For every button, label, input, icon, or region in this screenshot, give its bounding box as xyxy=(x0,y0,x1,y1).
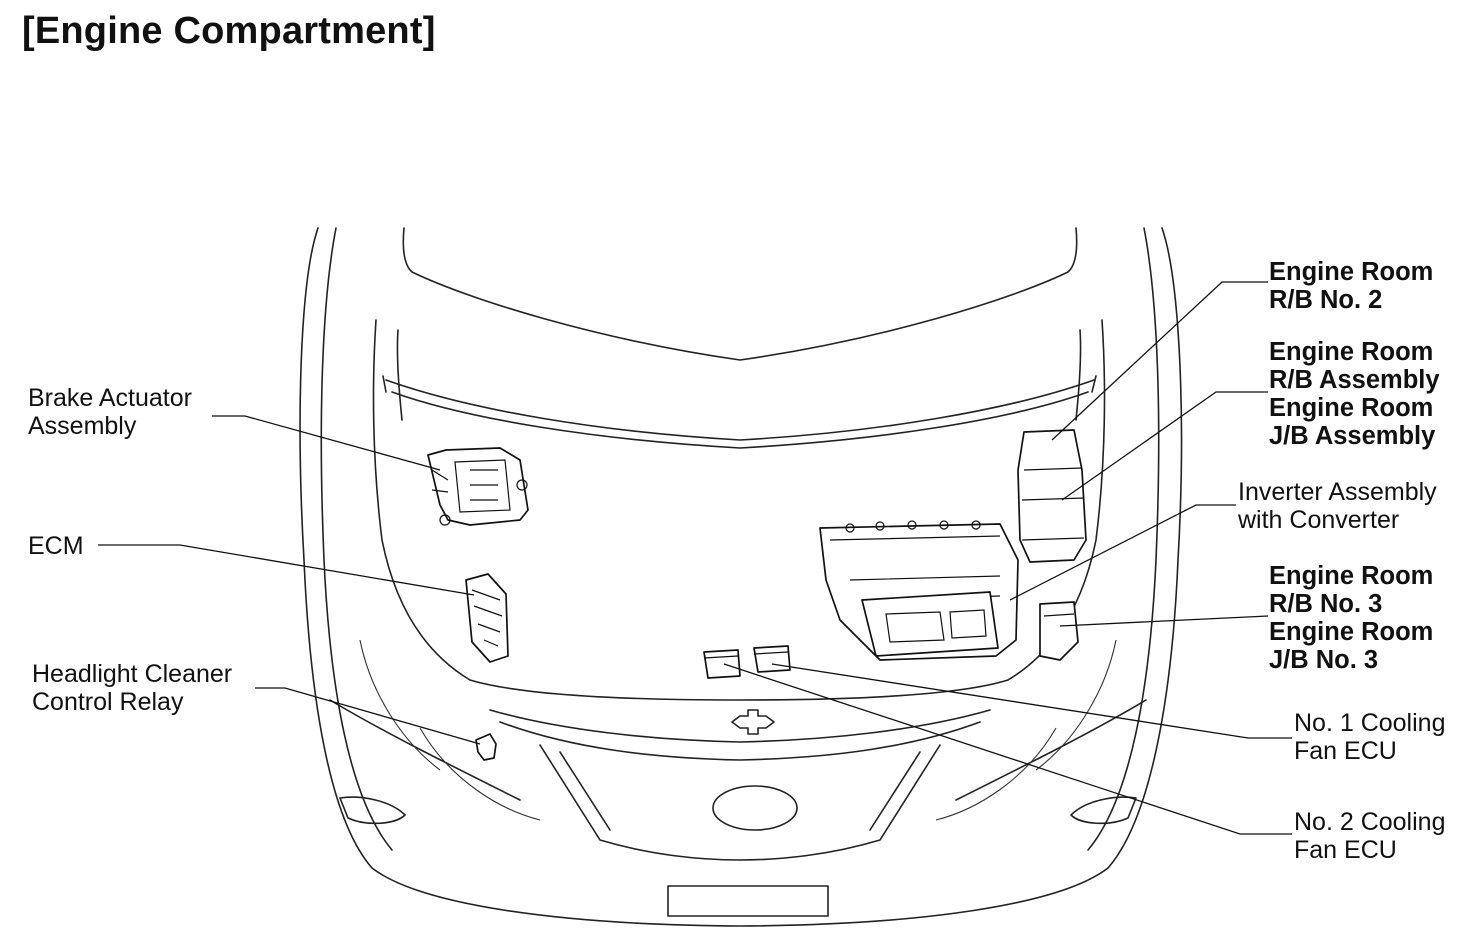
label-line: Engine Room xyxy=(1269,562,1434,590)
label-line: J/B No. 3 xyxy=(1269,646,1379,674)
relay-block-assembly-part xyxy=(1017,429,1087,661)
label-headlight-relay: Headlight Cleaner Control Relay xyxy=(32,660,232,716)
label-line: J/B Assembly xyxy=(1269,422,1436,450)
ecm-part xyxy=(465,573,509,663)
label-line: Assembly xyxy=(28,412,137,440)
label-line: Brake Actuator xyxy=(28,384,192,412)
label-line: R/B Assembly xyxy=(1269,366,1440,394)
label-line: Fan ECU xyxy=(1294,836,1397,864)
label-line: Engine Room xyxy=(1269,394,1434,422)
label-brake-actuator: Brake Actuator Assembly xyxy=(28,384,192,440)
label-inverter-assembly: Inverter Assembly with Converter xyxy=(1238,478,1437,534)
label-cooling-fan-ecu-2: No. 2 Cooling Fan ECU xyxy=(1294,808,1445,864)
label-line: Engine Room xyxy=(1269,338,1434,366)
label-line: ECM xyxy=(28,532,84,560)
label-line: Inverter Assembly xyxy=(1238,478,1437,506)
label-line: R/B No. 3 xyxy=(1269,590,1383,618)
label-line: Fan ECU xyxy=(1294,737,1397,765)
headlight-relay-part xyxy=(475,733,497,761)
label-line: R/B No. 2 xyxy=(1269,286,1383,314)
label-line: with Converter xyxy=(1238,506,1400,534)
label-ecm: ECM xyxy=(28,532,84,560)
label-line: No. 1 Cooling xyxy=(1294,709,1446,737)
vehicle-outline xyxy=(299,227,1183,927)
brake-actuator-part xyxy=(427,447,529,526)
label-engine-room-rb-no2: Engine Room R/B No. 2 xyxy=(1269,258,1433,314)
label-line: Engine Room xyxy=(1269,258,1434,286)
label-line: Headlight Cleaner xyxy=(32,660,233,688)
label-engine-room-rb-jb-no3: Engine Room R/B No. 3 Engine Room J/B No… xyxy=(1269,562,1433,674)
label-line: Engine Room xyxy=(1269,618,1434,646)
label-engine-room-rb-jb-assembly: Engine Room R/B Assembly Engine Room J/B… xyxy=(1269,338,1440,450)
leader-lines xyxy=(98,281,1292,835)
cooling-fan-ecu-parts xyxy=(703,645,791,679)
label-line: Control Relay xyxy=(32,688,184,716)
label-cooling-fan-ecu-1: No. 1 Cooling Fan ECU xyxy=(1294,709,1445,765)
inverter-assembly-part xyxy=(819,520,1019,661)
page-title: [Engine Compartment] xyxy=(22,10,436,52)
label-line: No. 2 Cooling xyxy=(1294,808,1446,836)
